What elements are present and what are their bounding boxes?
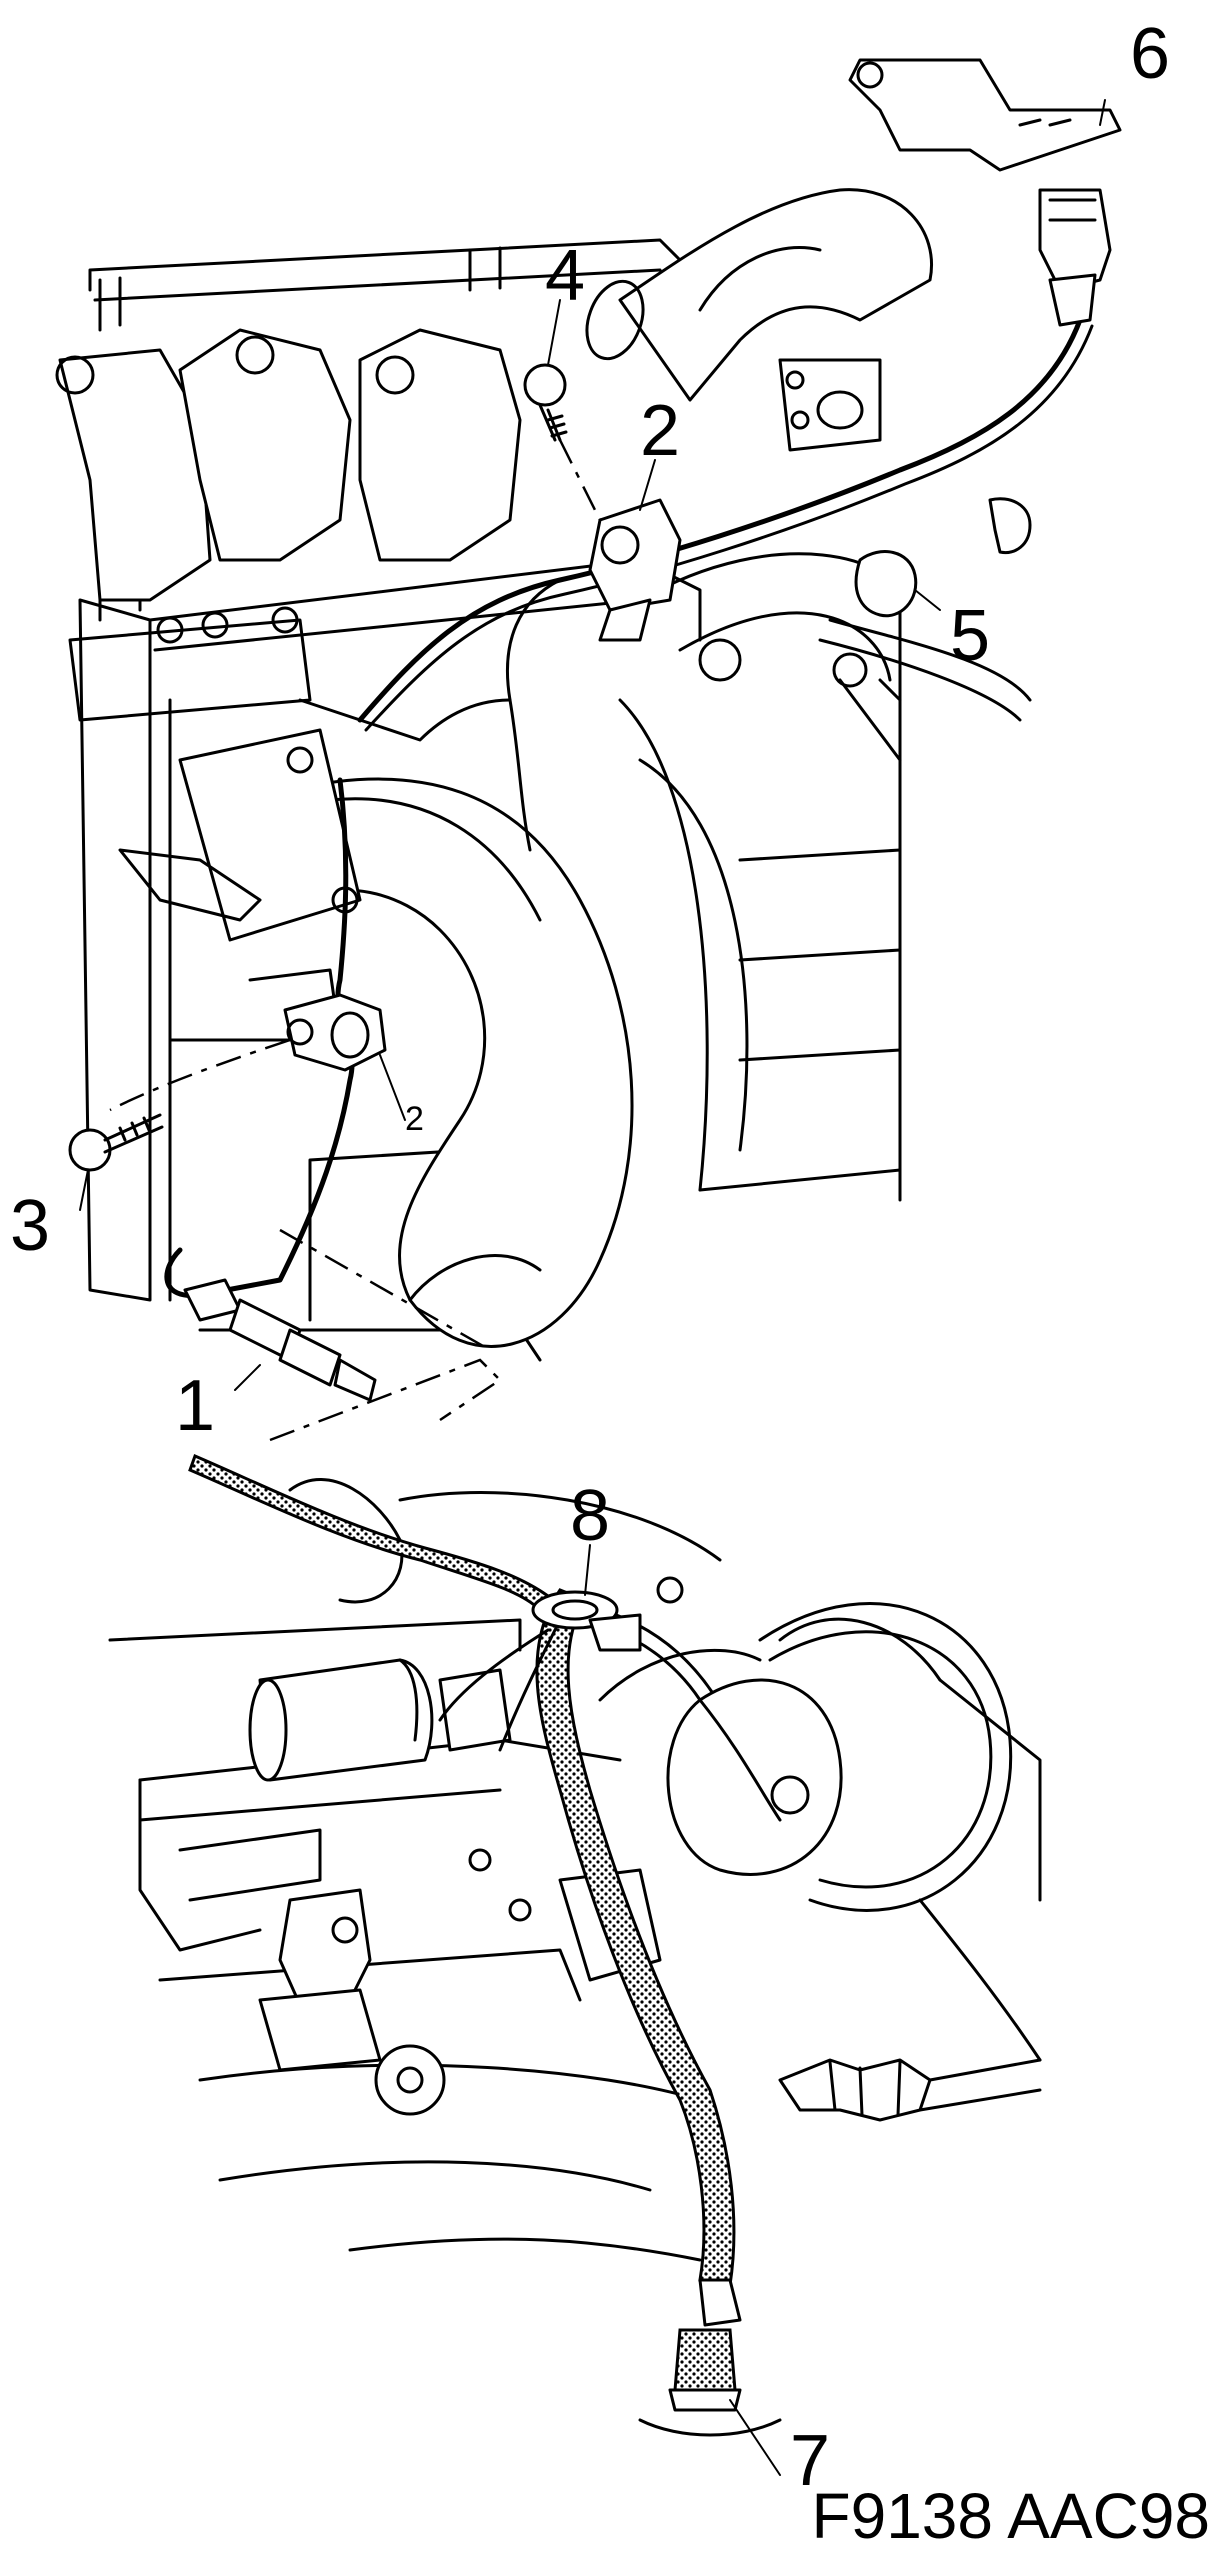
oxygen-sensor-7 xyxy=(638,2278,782,2437)
exhaust-downpipe xyxy=(273,777,634,1348)
callout-5: 5 xyxy=(950,596,990,676)
callout-1: 1 xyxy=(175,1366,215,1446)
callout-4: 4 xyxy=(545,236,585,316)
cv-boot xyxy=(778,2058,1042,2122)
bolt-4 xyxy=(523,363,602,521)
callout-2-small: 2 xyxy=(405,1100,424,1138)
leader-lines-lower xyxy=(584,1544,781,2476)
callout-6: 6 xyxy=(1130,14,1170,94)
clips-5 xyxy=(854,497,1032,618)
bracket-6 xyxy=(848,58,1122,172)
callout-2-top: 2 xyxy=(640,391,680,471)
starter-motor xyxy=(248,1658,512,1782)
lower-engine-illustration xyxy=(108,1453,1042,2476)
figure-code: F9138 AAC98 xyxy=(812,2480,1211,2548)
clamp-2-top xyxy=(588,498,682,642)
clamp-2-lower xyxy=(109,993,387,1112)
callout-7: 7 xyxy=(790,2421,830,2501)
grommet-8 xyxy=(531,1576,684,1652)
bolt-3 xyxy=(68,1113,164,1172)
harness-connector xyxy=(1038,188,1112,327)
main-harness xyxy=(188,1453,782,2287)
upper-engine-illustration xyxy=(55,58,1122,1442)
leader-lines-upper xyxy=(79,99,1106,1391)
oxygen-sensor-1 xyxy=(183,1228,502,1442)
exhaust-flange xyxy=(118,728,362,942)
callout-3: 3 xyxy=(10,1186,50,1266)
sensor-wiring-upper xyxy=(164,317,1094,1298)
exhaust-manifold xyxy=(55,328,522,722)
intake-pipe xyxy=(585,188,933,452)
callout-8: 8 xyxy=(570,1476,610,1556)
